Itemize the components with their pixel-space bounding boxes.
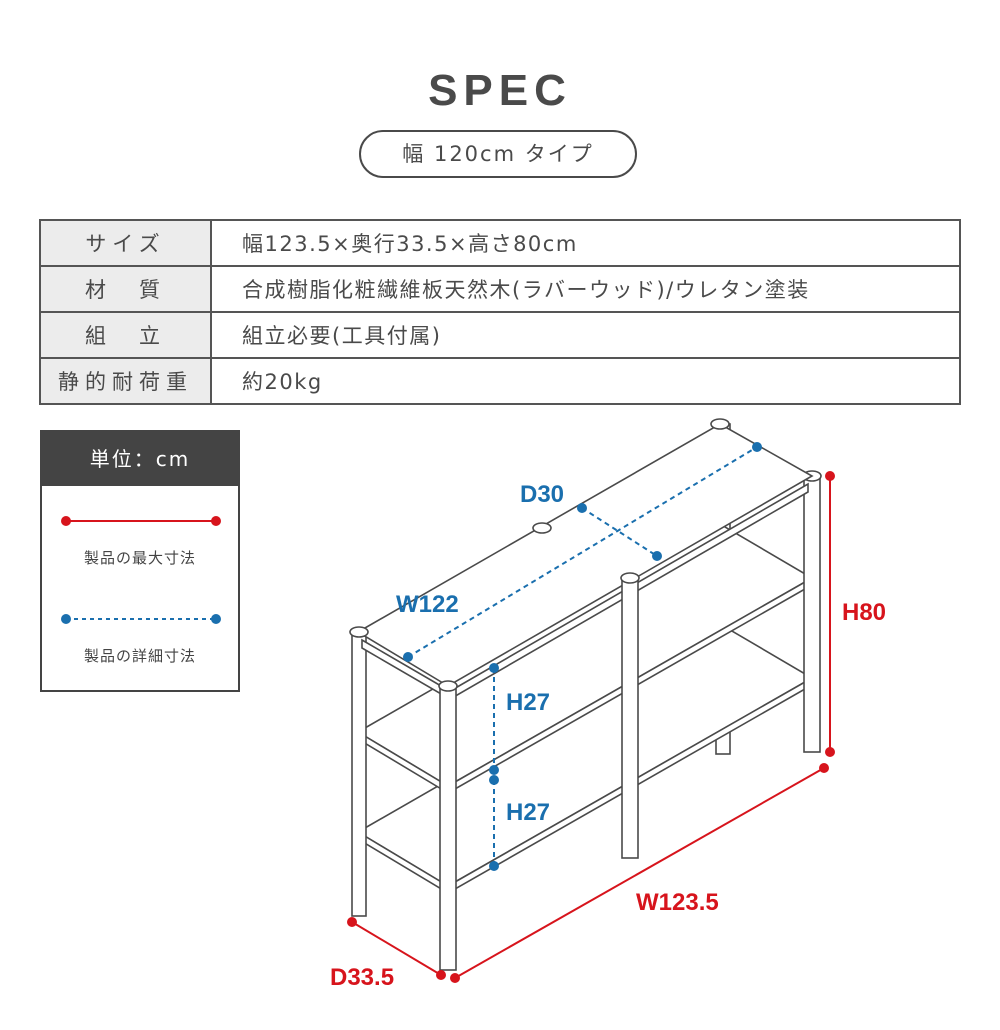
inner-width-line (403, 442, 762, 662)
spec-key: 組 立 (39, 311, 212, 359)
width-label: W123.5 (636, 889, 719, 916)
post-back-left (351, 631, 367, 917)
depth-dimension-line (347, 917, 446, 980)
shelf-drawing (349, 418, 822, 971)
shelf-gap-line-2 (489, 775, 499, 871)
height-dimension-line (825, 471, 835, 757)
spec-key: 静的耐荷重 (39, 357, 212, 405)
shelf-gap-label-1: H27 (506, 689, 550, 716)
spec-key: 材 質 (39, 265, 212, 313)
unit-label: 単位：cm (42, 432, 238, 486)
table-row: 材 質合成樹脂化粧繊維板天然木(ラバーウッド)/ウレタン塗装 (39, 265, 961, 313)
legend-lines (61, 516, 221, 624)
max-dimensions: H80 W123.5 D33.5 (330, 471, 886, 991)
post-front-right (803, 475, 821, 753)
inner-depth-line (577, 503, 662, 561)
table-row: サイズ幅123.5×奥行33.5×高さ80cm (39, 219, 961, 267)
max-dimension-label: 製品の最大寸法 (83, 549, 196, 567)
shelf-gap-line-1 (489, 663, 499, 775)
shelf-top (356, 423, 814, 687)
spec-key: サイズ (39, 219, 212, 267)
post-front-middle (621, 577, 639, 859)
table-row: 組 立組立必要(工具付属) (39, 311, 961, 359)
depth-label: D33.5 (330, 964, 394, 991)
table-row: 静的耐荷重約20kg (39, 357, 961, 405)
shelf-gap-label-2: H27 (506, 799, 550, 826)
max-dimension-line-sample (61, 516, 221, 526)
detail-dimension-label: 製品の詳細寸法 (83, 647, 196, 665)
spec-value: 約20kg (210, 357, 961, 405)
spec-value: 幅123.5×奥行33.5×高さ80cm (210, 219, 961, 267)
inner-depth-label: D30 (520, 481, 564, 508)
type-badge: 幅 120cm タイプ (359, 130, 637, 178)
post-front-left (439, 685, 457, 971)
height-label: H80 (842, 599, 886, 626)
spec-value: 組立必要(工具付属) (210, 311, 961, 359)
legend-box: 単位：cm 製品の最大寸法 製品の詳細寸法 (40, 430, 240, 692)
detail-dimensions: W122 D30 H27 H27 (396, 442, 762, 871)
detail-dimension-line-sample (61, 614, 221, 624)
spec-table: サイズ幅123.5×奥行33.5×高さ80cm 材 質合成樹脂化粧繊維板天然木(… (39, 219, 961, 405)
width-dimension-line (450, 763, 829, 983)
inner-width-label: W122 (396, 591, 459, 618)
page-title: SPEC (428, 66, 572, 115)
spec-value: 合成樹脂化粧繊維板天然木(ラバーウッド)/ウレタン塗装 (210, 265, 961, 313)
